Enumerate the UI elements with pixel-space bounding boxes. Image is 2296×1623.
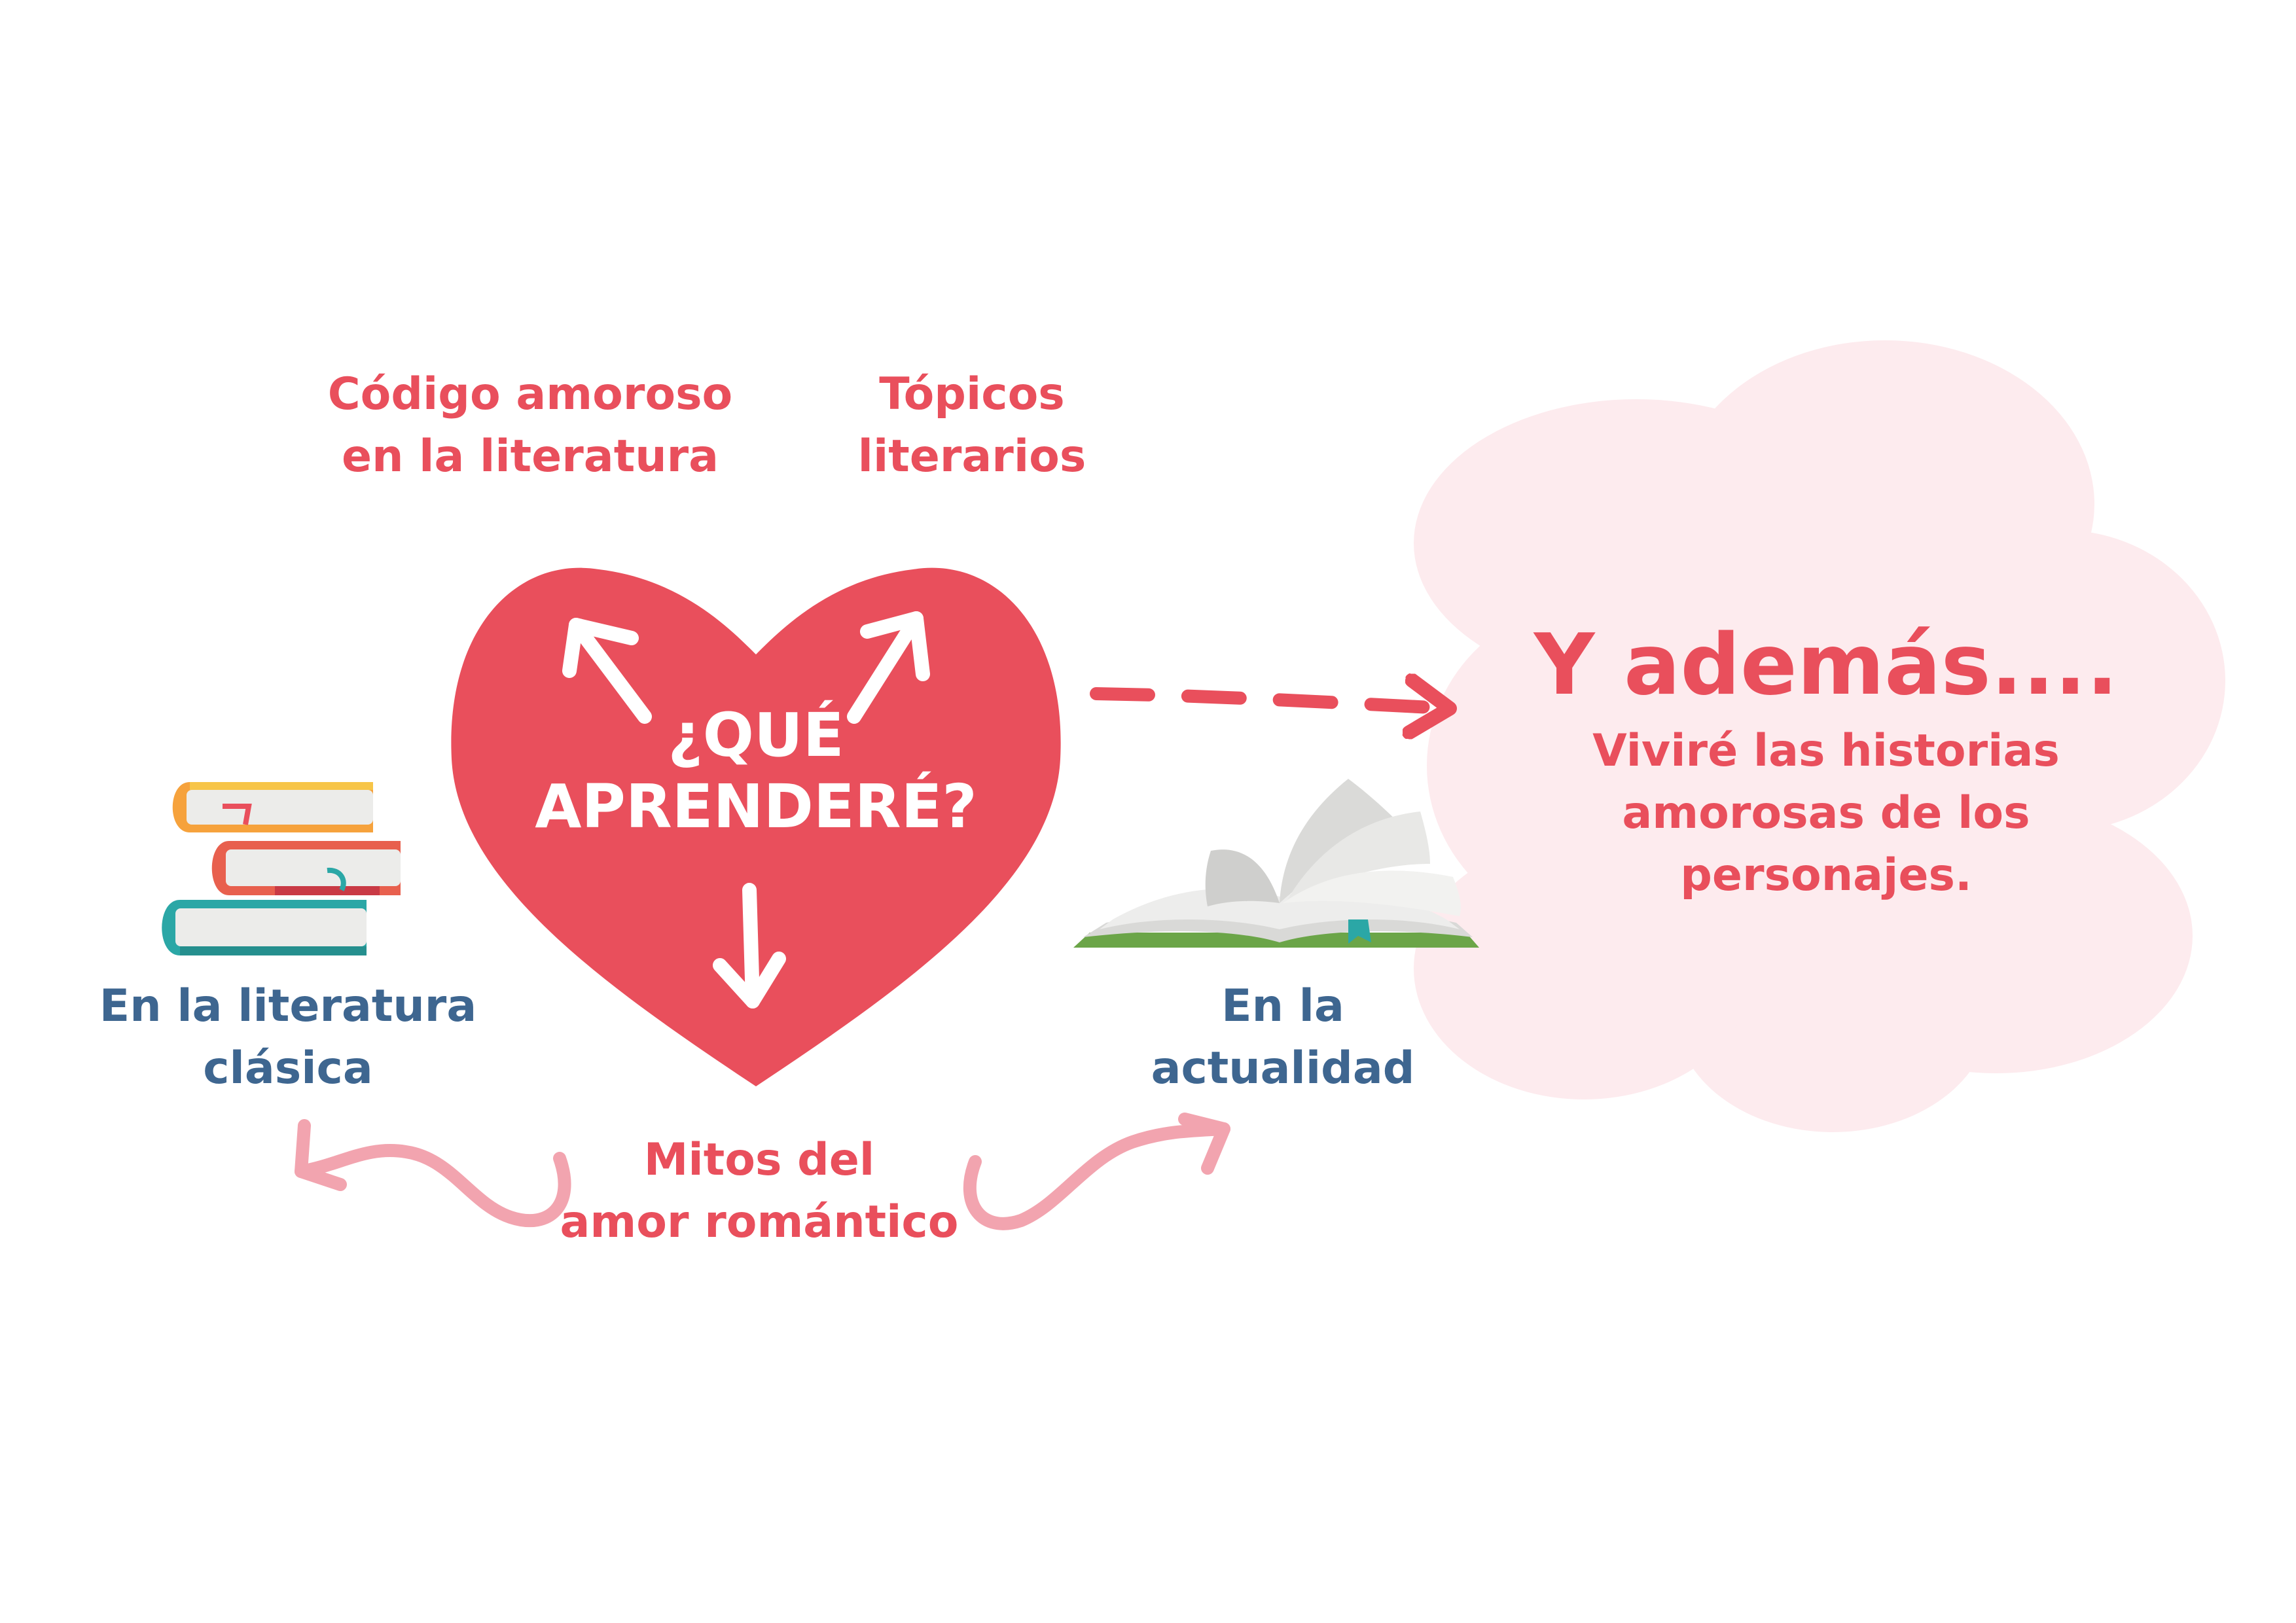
label-topicos-line2: literarios — [857, 431, 1086, 483]
label-actual-line1: En la — [1221, 980, 1344, 1032]
cloud-shape — [1414, 340, 2225, 1132]
label-actualidad: En la actualidad — [1100, 975, 1466, 1099]
label-codigo-amoroso: Código amoroso en la literatura — [314, 363, 746, 488]
heart-question: ¿QUÉ APRENDERÉ? — [497, 700, 1014, 842]
label-mitos-amor: Mitos del amor romántico — [524, 1129, 995, 1253]
label-mitos-line1: Mitos del — [643, 1134, 875, 1186]
label-actual-line2: actualidad — [1151, 1043, 1415, 1095]
cloud-text: Viviré las historias amorosas de los per… — [1492, 720, 2160, 907]
label-clasica-line2: clásica — [203, 1043, 373, 1095]
label-codigo-line1: Código amoroso — [327, 368, 733, 420]
open-book-icon — [1073, 779, 1479, 948]
stacked-books-icon — [162, 782, 401, 955]
label-mitos-line2: amor romántico — [560, 1196, 959, 1249]
cloud-text-line1: Viviré las historias — [1592, 725, 2060, 777]
dashed-arrow-icon — [1090, 694, 1443, 708]
wavy-arrow-right-icon — [963, 1113, 1230, 1230]
cloud-title: Y además.... — [1534, 616, 2119, 714]
cloud-text-line3: personajes. — [1680, 849, 1972, 902]
label-topicos-line1: Tópicos — [879, 368, 1065, 420]
label-codigo-line2: en la literatura — [341, 431, 719, 483]
up-right-arrow-icon — [847, 611, 930, 724]
wavy-arrow-left-icon — [295, 1119, 571, 1227]
label-clasica-line1: En la literatura — [99, 980, 477, 1032]
up-left-arrow-icon — [562, 618, 652, 724]
heart-icon — [451, 567, 1061, 1086]
label-topicos-literarios: Tópicos literarios — [821, 363, 1122, 488]
label-literatura-clasica: En la literatura clásica — [85, 975, 491, 1099]
cloud-text-line2: amorosas de los — [1622, 787, 2030, 840]
heart-question-line2: APRENDERÉ? — [535, 771, 977, 842]
heart-question-line1: ¿QUÉ — [668, 700, 844, 770]
down-arrow-icon — [713, 883, 786, 1008]
